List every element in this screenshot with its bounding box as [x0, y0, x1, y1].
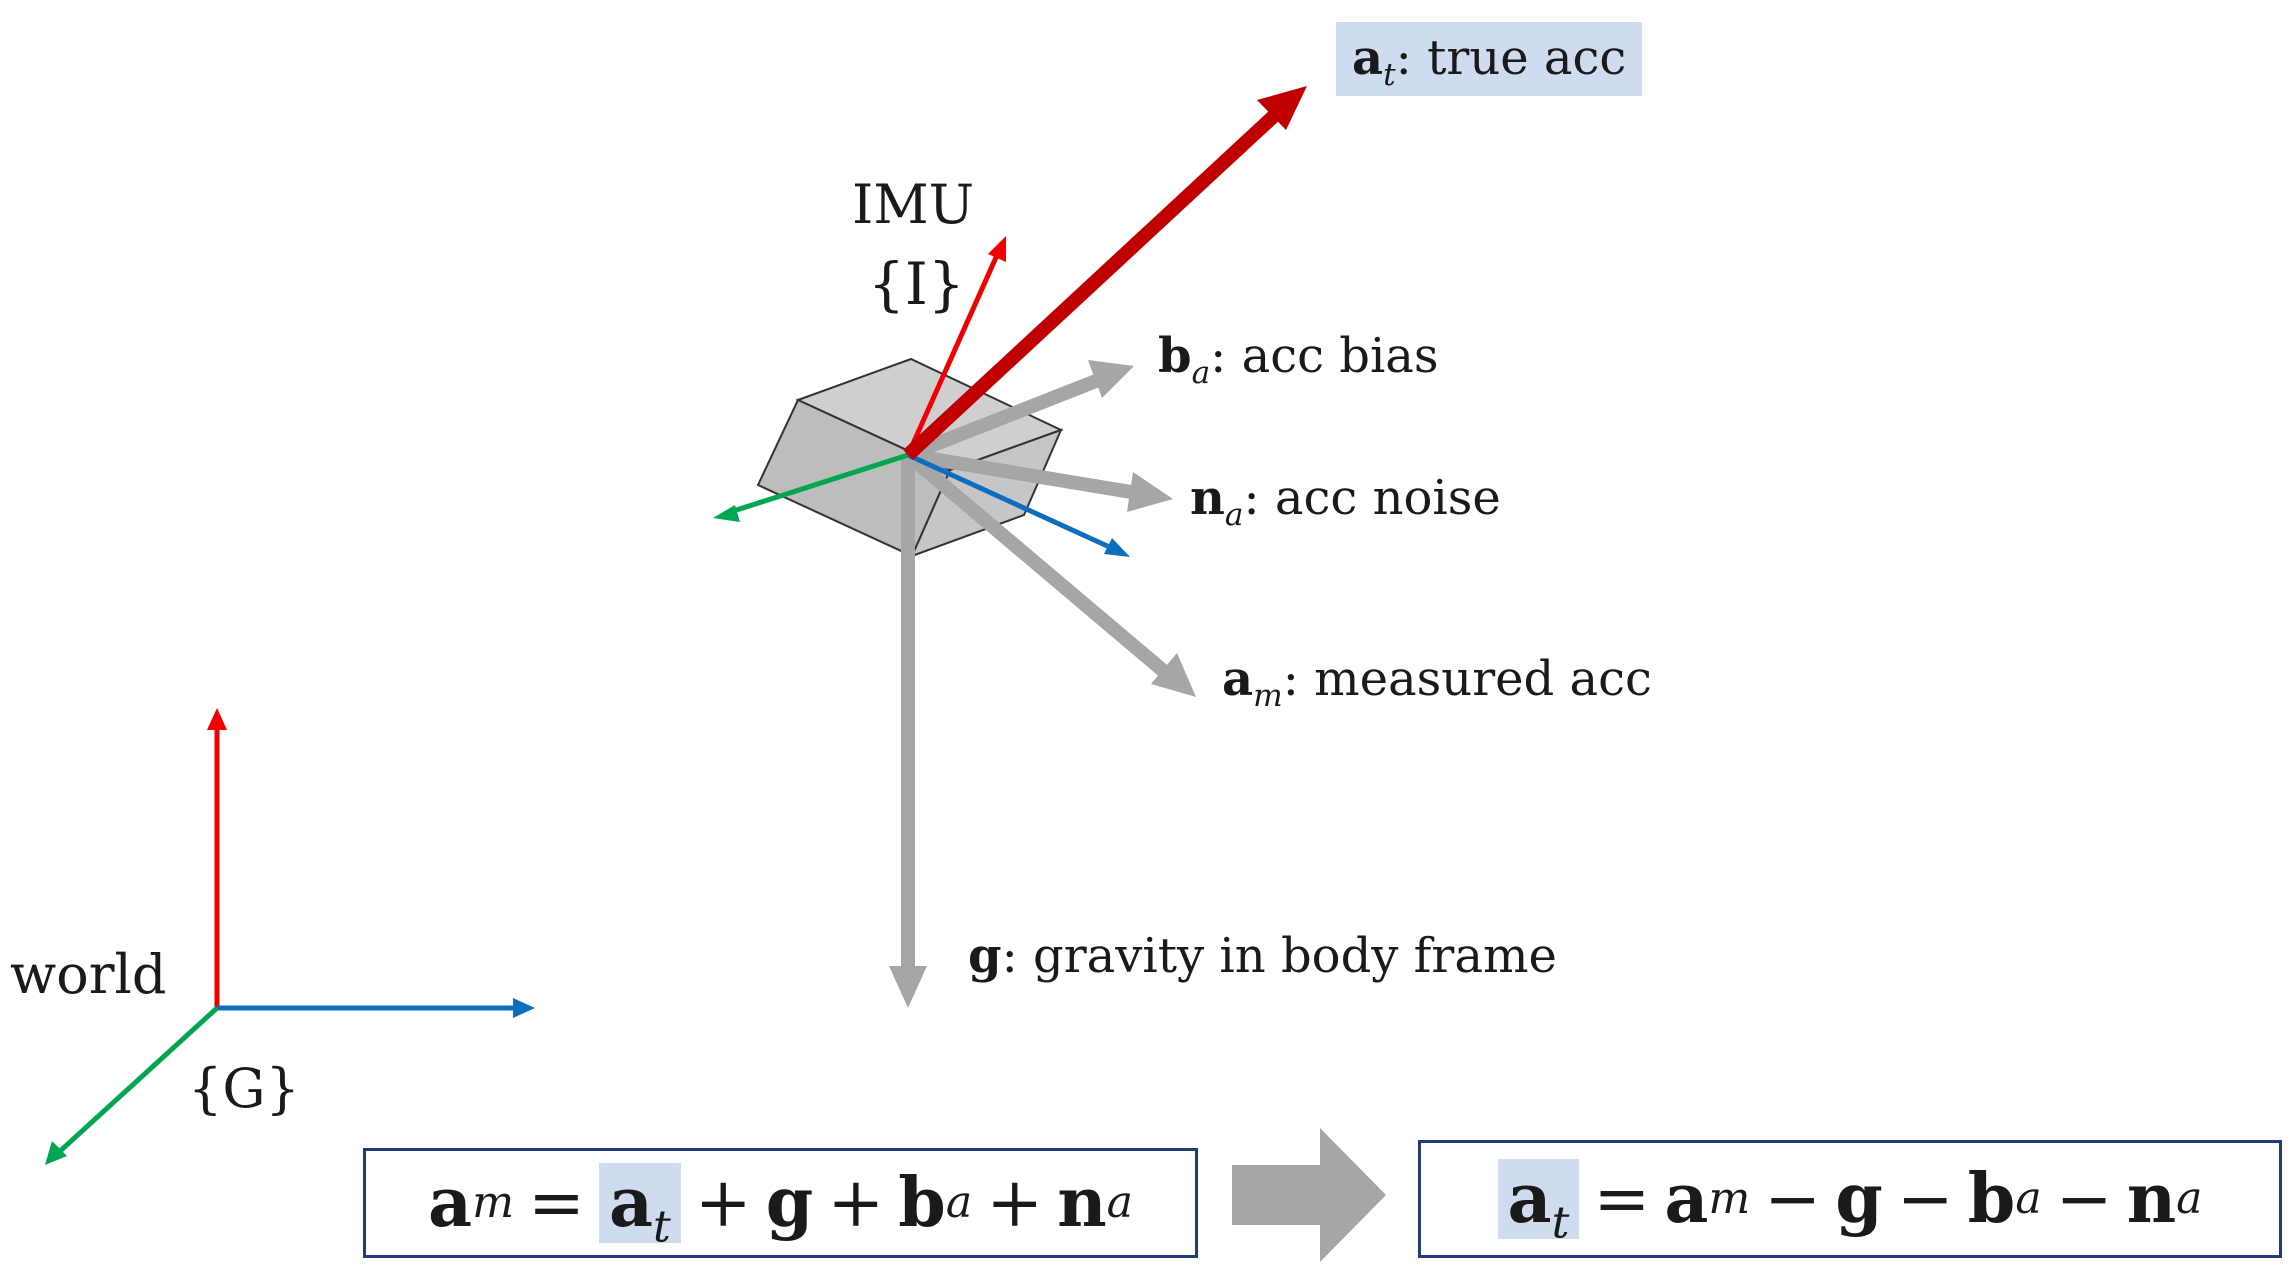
- true-acc-arrowhead: [1257, 86, 1307, 130]
- measured-acc-text: : measured acc: [1282, 651, 1652, 707]
- acc-noise-vector: [906, 448, 1139, 500]
- measured-acc-vector: [903, 449, 1172, 680]
- world-frame-axes: [45, 708, 535, 1165]
- acc-bias-sub: a: [1191, 354, 1211, 391]
- imu-label: IMU: [852, 173, 975, 236]
- eq1-ba: b: [898, 1163, 946, 1243]
- gravity-label: g: gravity in body frame: [968, 932, 1557, 980]
- eq1-equals: =: [527, 1163, 585, 1243]
- gravity-text: : gravity in body frame: [1001, 928, 1557, 984]
- true-acc-text: : true acc: [1395, 30, 1627, 86]
- acc-bias-text: : acc bias: [1210, 328, 1439, 384]
- acc-bias-arrowhead: [1088, 360, 1134, 398]
- imu-z-axis: [905, 251, 1001, 457]
- measured-acc-arrowhead: [1151, 653, 1196, 697]
- gravity-arrowhead: [889, 966, 927, 1008]
- eq1-na: n: [1057, 1163, 1107, 1243]
- imu-x-arrowhead: [713, 505, 740, 522]
- eq2-minus-2: −: [1896, 1159, 1954, 1239]
- acc-bias-label: ba: acc bias: [1158, 332, 1439, 389]
- world-x-arrowhead: [45, 1141, 67, 1165]
- eq1-plus-3: +: [986, 1163, 1044, 1243]
- eq2-minus-1: −: [1764, 1159, 1822, 1239]
- imu-y-axis: [906, 452, 1118, 553]
- eq2-na: n: [2126, 1159, 2177, 1239]
- eq1-am: a: [428, 1163, 473, 1243]
- eq2-equals: =: [1593, 1159, 1651, 1239]
- eq2-minus-3: −: [2055, 1159, 2113, 1239]
- acc-noise-text: : acc noise: [1243, 470, 1501, 526]
- eq2-ba: b: [1967, 1159, 2016, 1239]
- eq2-am: a: [1664, 1159, 1709, 1239]
- eq2-at-sub: t: [1551, 1197, 1570, 1249]
- true-acc-label: at: true acc: [1336, 22, 1643, 96]
- acc-noise-symbol: n: [1190, 470, 1225, 526]
- eq1-at-highlight: at: [598, 1163, 681, 1249]
- eq1-g: g: [765, 1163, 814, 1243]
- acc-noise-label: na: acc noise: [1190, 474, 1501, 531]
- eq1-plus-1: +: [694, 1163, 752, 1243]
- imu-frame-label: {I}: [868, 250, 965, 318]
- true-acc-symbol: a: [1352, 30, 1384, 86]
- eq2-at-highlight: at: [1497, 1159, 1580, 1245]
- measured-acc-symbol: a: [1222, 651, 1254, 707]
- eq2-g: g: [1835, 1159, 1883, 1239]
- eq2-at: a: [1507, 1159, 1552, 1239]
- gray-vectors: [889, 360, 1196, 1008]
- eq1-at-sub: t: [653, 1201, 671, 1253]
- world-z-arrowhead: [207, 708, 227, 730]
- acc-noise-sub: a: [1224, 496, 1244, 533]
- true-acc-vector-group: [903, 86, 1307, 461]
- imu-z-arrowhead: [988, 236, 1006, 262]
- world-x-axis: [56, 1006, 219, 1155]
- eq1-at: a: [608, 1163, 654, 1243]
- world-frame-label: {G}: [188, 1057, 300, 1120]
- imu-x-axis: [723, 452, 909, 517]
- true-acc-sub: t: [1383, 56, 1396, 93]
- acc-bias-vector: [905, 374, 1099, 462]
- world-label: world: [10, 943, 167, 1006]
- eq1-plus-2: +: [827, 1163, 885, 1243]
- acc-bias-symbol: b: [1158, 328, 1192, 384]
- imu-axes: [713, 236, 1130, 557]
- measured-acc-label: am: measured acc: [1222, 655, 1652, 712]
- acc-noise-arrowhead: [1127, 472, 1173, 512]
- gravity-symbol: g: [968, 928, 1002, 984]
- transition-arrow: [1232, 1128, 1386, 1262]
- true-acc-vector: [903, 108, 1281, 461]
- imu-y-arrowhead: [1104, 538, 1130, 557]
- world-y-arrowhead: [513, 998, 535, 1018]
- measured-acc-sub: m: [1253, 677, 1283, 714]
